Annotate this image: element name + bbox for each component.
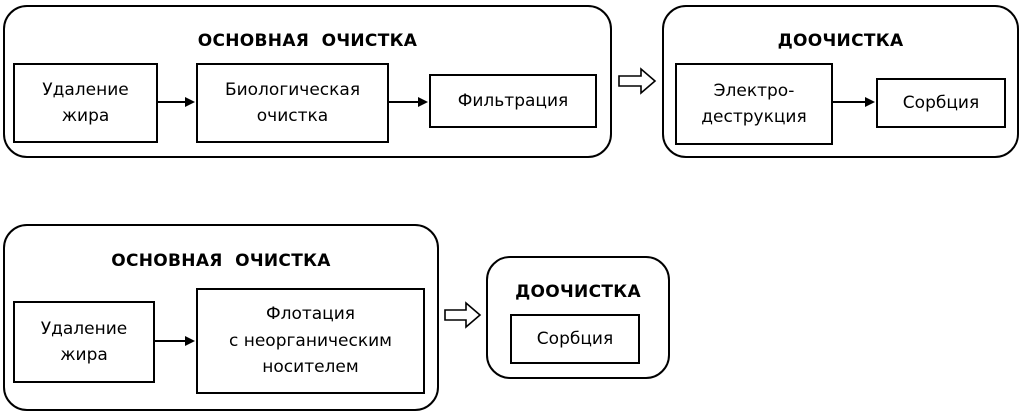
bottom-main-cleaning-title: ОСНОВНАЯ ОЧИСТКА (111, 251, 331, 271)
bottom-fat-removal-box: Удаление жира (13, 301, 155, 383)
top-biological-cleaning-box: Биологическая очистка (196, 63, 389, 143)
top-arrow-bio-to-filtration (389, 97, 428, 107)
top-main-cleaning-title: ОСНОВНАЯ ОЧИСТКА (197, 31, 418, 51)
bottom-sorption-label: Сорбция (536, 328, 614, 349)
top-arrow-fat-to-bio (158, 97, 195, 107)
top-block-arrow (618, 67, 657, 95)
bottom-sorption-box: Сорбция (510, 314, 640, 364)
top-filtration-box: Фильтрация (429, 74, 597, 128)
bottom-flotation-box: Флотация с неорганическим носителем (196, 288, 425, 394)
bottom-post-cleaning-title: ДООЧИСТКА (515, 282, 641, 302)
bottom-flotation-label: Флотация с неорганическим носителем (228, 304, 393, 378)
top-sorption-box: Сорбция (876, 78, 1006, 128)
top-fat-removal-label: Удаление жира (42, 79, 129, 126)
top-arrow-electro-to-sorption (833, 97, 875, 107)
bottom-block-arrow (444, 301, 482, 329)
top-electrodestruction-label: Электро- деструкция (701, 80, 807, 127)
top-filtration-label: Фильтрация (457, 90, 569, 111)
top-fat-removal-box: Удаление жира (13, 63, 158, 143)
top-electrodestruction-box: Электро- деструкция (675, 63, 833, 145)
top-biological-cleaning-label: Биологическая очистка (224, 79, 361, 126)
bottom-fat-removal-label: Удаление жира (40, 318, 128, 365)
top-sorption-label: Сорбция (902, 92, 980, 113)
top-post-cleaning-title: ДООЧИСТКА (777, 31, 904, 51)
bottom-arrow-fat-to-flotation (155, 336, 195, 346)
